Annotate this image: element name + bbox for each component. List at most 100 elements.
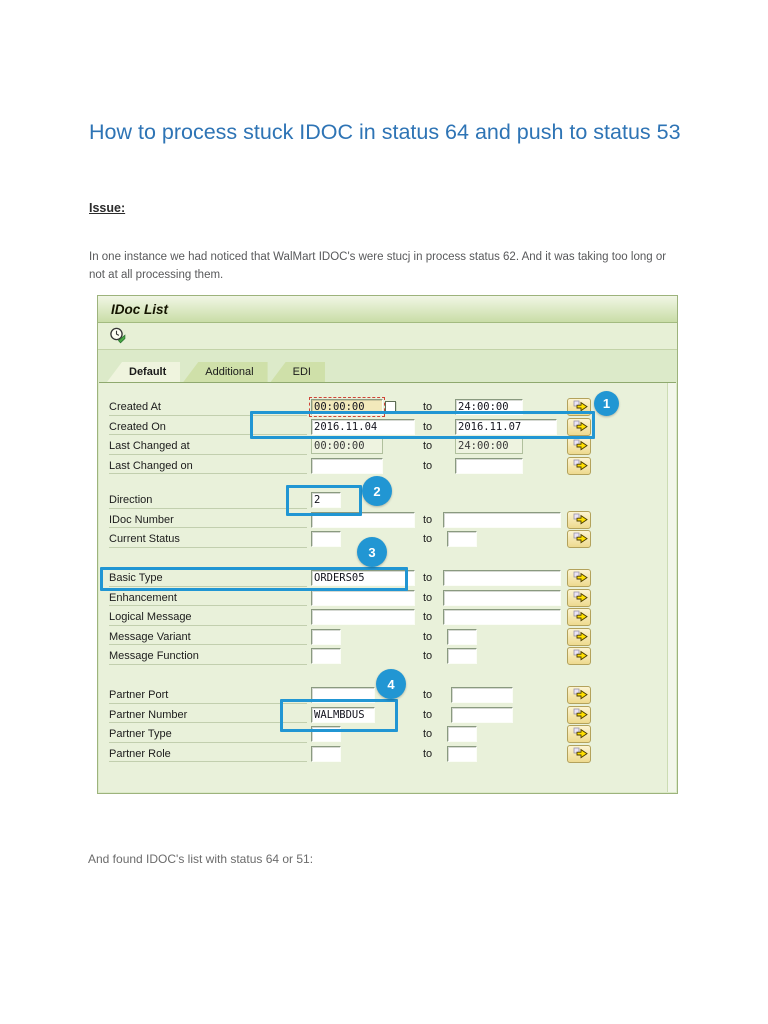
field-row-created-on: Created On to [99,417,664,438]
annotation-circle-2: 2 [362,476,392,506]
field-label: Created At [109,401,161,413]
from-field[interactable] [311,570,415,586]
multi-select-arrow-icon [573,630,588,641]
field-label: Current Status [109,533,180,545]
selection-form: Created AttoCreated OntoLast Changed att… [99,382,676,792]
field-label: Logical Message [109,611,192,623]
to-field[interactable] [447,745,477,762]
multi-select-arrow-icon [573,459,588,470]
sap-window-title: IDoc List [111,302,169,317]
multi-select-arrow-icon [573,727,588,739]
from-field[interactable] [311,628,341,645]
to-field[interactable] [447,726,477,742]
field-label: Basic Type [109,572,163,584]
from-field[interactable] [311,706,375,723]
annotation-box-partner-number [280,699,398,732]
multi-select-button[interactable] [567,569,591,587]
annotation-box-direction [286,485,362,516]
to-field[interactable] [443,511,561,528]
issue-paragraph: In one instance we had noticed that WalM… [89,250,667,281]
to-field[interactable] [443,570,561,586]
to-field[interactable] [443,609,561,625]
multi-select-button[interactable] [567,588,591,607]
to-field[interactable] [455,418,557,435]
range-to-label: to [423,401,433,413]
from-field[interactable] [311,492,341,508]
field-label: Direction [109,494,153,506]
field-row-direction: Direction [99,491,664,511]
field-label: Enhancement [109,591,177,604]
from-field[interactable] [311,589,415,606]
page-title: How to process stuck IDOC in status 64 a… [89,120,681,145]
annotation-circle-3: 3 [357,537,387,567]
multi-select-button[interactable] [567,744,591,763]
field-group-idoc: DirectionIDoc Number to Current Status to [99,491,664,550]
annotation-box-basic-type [100,567,408,591]
multi-select-arrow-icon [573,649,588,661]
to-field[interactable] [451,687,513,703]
multi-select-button[interactable] [567,417,591,436]
to-field[interactable] [447,531,477,547]
multi-select-button[interactable] [567,627,591,646]
range-to-label: to [423,440,433,452]
tab-label: EDI [292,366,311,378]
tab-label: Additional [205,366,254,378]
tab-edi[interactable]: EDI [270,362,325,382]
range-to-label: to [423,572,433,584]
tab-additional[interactable]: Additional [183,362,268,382]
from-field[interactable] [311,609,415,625]
to-field[interactable] [447,648,477,664]
field-label: Partner Role [109,747,171,760]
range-to-label: to [423,689,433,701]
field-label: IDoc Number [109,513,174,526]
field-label: Partner Port [109,689,169,701]
field-row-basic-type: Basic Type to [99,569,664,589]
from-field[interactable] [311,745,341,762]
field-label: Created On [109,420,166,433]
annotation-circle-4: 4 [376,669,406,699]
tab-label: Default [129,366,167,378]
from-field[interactable] [311,457,383,474]
field-label: Last Changed on [109,459,193,472]
multi-select-button[interactable] [567,437,591,455]
multi-select-button[interactable] [567,686,591,704]
sap-window-titlebar: IDoc List [98,296,677,323]
multi-select-button[interactable] [567,725,591,743]
multi-select-arrow-icon [573,747,588,758]
to-field[interactable] [455,457,523,474]
to-field[interactable] [451,706,513,723]
multi-select-button[interactable] [567,647,591,665]
tab-strip: Default Additional EDI [98,361,677,382]
range-to-label: to [423,420,433,433]
multi-select-arrow-icon [573,513,588,524]
range-to-label: to [423,513,433,526]
execute-clock-icon [109,327,125,344]
to-field[interactable] [443,589,561,606]
multi-select-arrow-icon [573,708,588,719]
to-field[interactable] [447,628,477,645]
range-to-label: to [423,611,433,623]
from-field[interactable] [311,438,383,454]
field-label: Message Variant [109,630,191,643]
field-label: Partner Number [109,708,188,721]
multi-select-button[interactable] [567,608,591,626]
from-field[interactable] [311,531,341,547]
multi-select-button[interactable] [567,510,591,529]
to-field[interactable] [455,438,523,454]
tab-default[interactable]: Default [107,362,181,382]
multi-select-button[interactable] [567,456,591,475]
execute-button[interactable] [104,325,130,347]
multi-select-arrow-icon [573,591,588,602]
field-row-idoc-number: IDoc Number to [99,510,664,531]
multi-select-button[interactable] [567,530,591,548]
from-field[interactable] [311,648,341,664]
from-field[interactable] [311,418,415,435]
field-label: Partner Type [109,728,172,740]
multi-select-button[interactable] [567,705,591,724]
